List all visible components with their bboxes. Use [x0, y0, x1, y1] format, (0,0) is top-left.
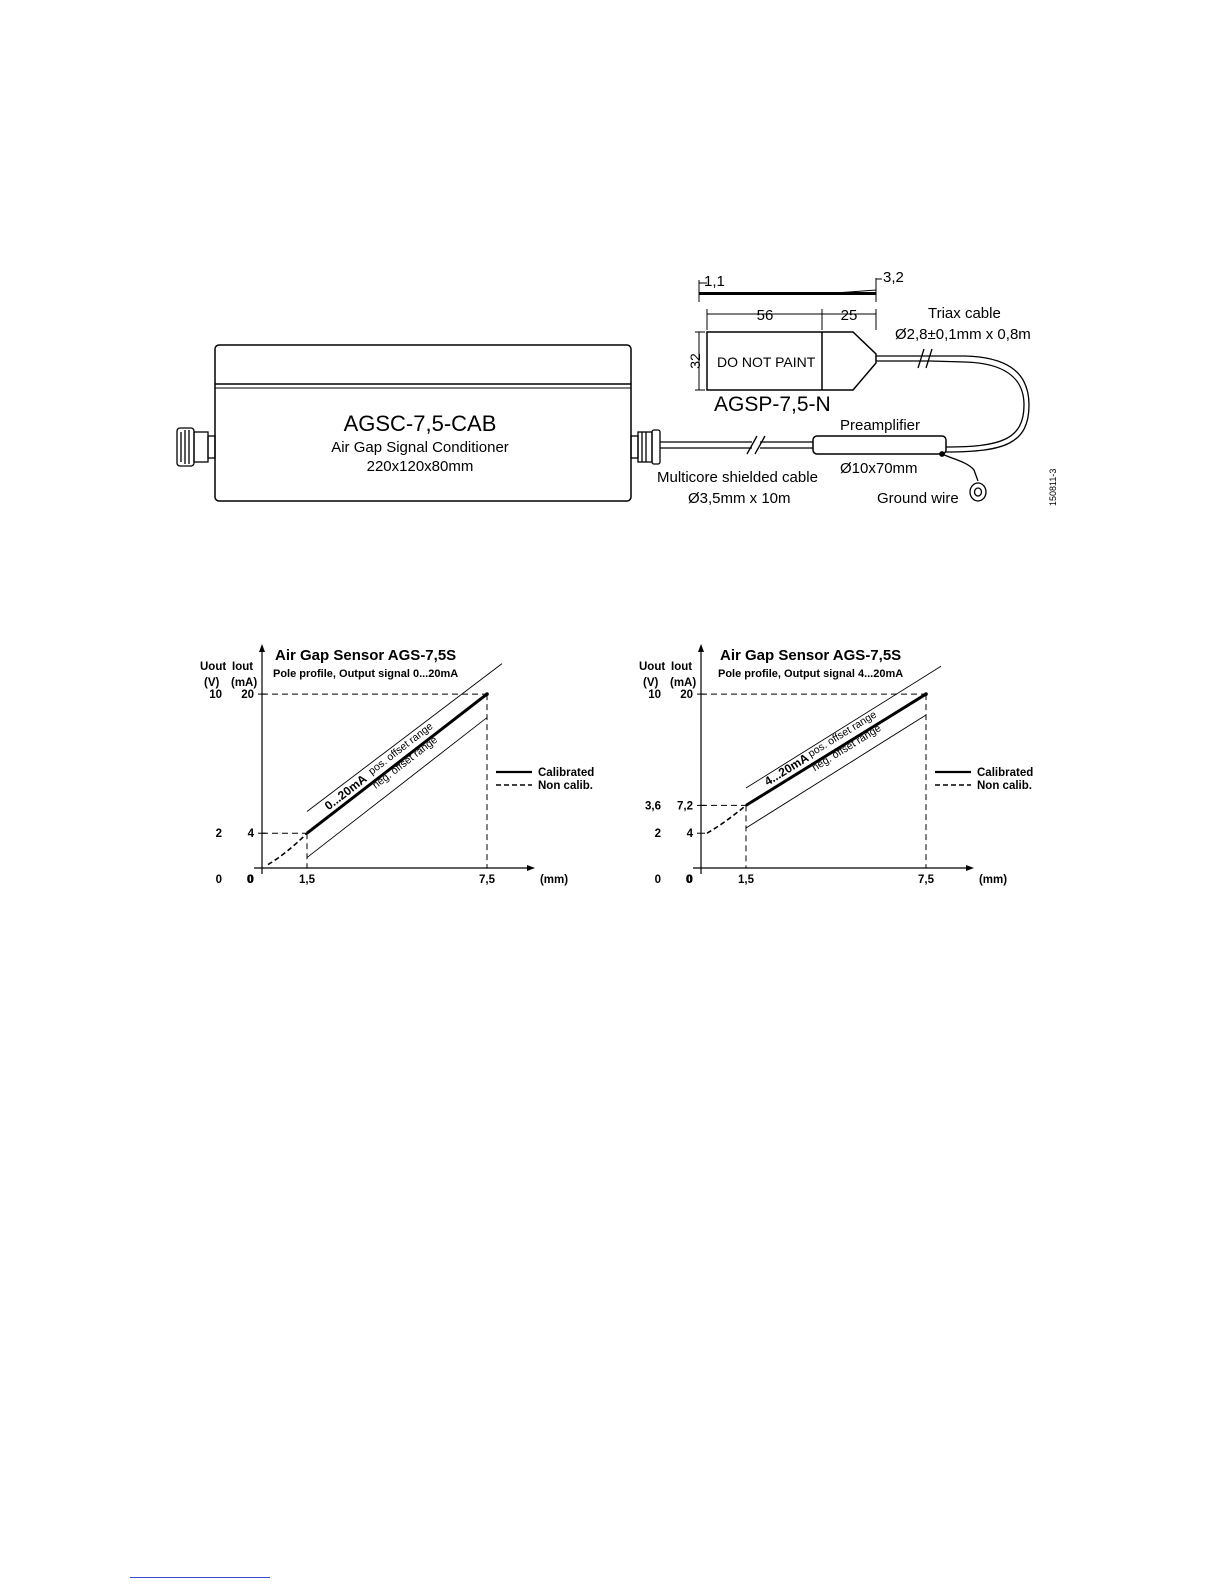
- y-tick-label-current: 20: [241, 689, 254, 701]
- sensor-side-profile: [699, 292, 876, 295]
- y-axis-arrow: [259, 644, 265, 652]
- triax-cable-dimensions: Ø2,8±0,1mm x 0,8m: [895, 326, 1031, 343]
- conditioner-description: Air Gap Signal Conditioner: [331, 439, 509, 456]
- assembly-diagram: AGSC-7,5-CAB Air Gap Signal Conditioner …: [176, 269, 1058, 507]
- dimension-taper: 25: [841, 307, 858, 324]
- series-calibrated-line: [745, 692, 927, 807]
- triax-cable-label: Triax cable: [928, 305, 1001, 322]
- triax-cable: [876, 348, 1030, 453]
- ground-wire: [939, 451, 987, 502]
- multicore-cable: [660, 435, 813, 455]
- multicore-cable-dimensions: Ø3,5mm x 10m: [688, 490, 791, 507]
- y-label-voltage: Uout: [639, 661, 665, 673]
- conditioner-name: AGSC-7,5-CAB: [344, 411, 497, 436]
- y-tick-label-current: 0: [687, 874, 693, 886]
- y-tick-label-current: 20: [680, 689, 693, 701]
- series-calibrated-end-point: [924, 692, 928, 696]
- legend-calibrated-label: Calibrated: [977, 767, 1033, 779]
- x-unit: (mm): [979, 874, 1007, 886]
- pos-offset-line: [745, 665, 942, 789]
- dimension-height: 32: [687, 353, 703, 369]
- y-label-current: Iout: [671, 661, 692, 673]
- y-unit-current: (mA): [231, 677, 257, 689]
- left-cable-gland: [176, 427, 216, 467]
- chart-subtitle: Pole profile, Output signal 0...20mA: [273, 668, 458, 680]
- series-calibrated-line: [306, 692, 488, 835]
- x-tick-label: 1,5: [738, 874, 755, 886]
- right-cable-gland: [630, 429, 661, 465]
- neg-offset-line: [306, 717, 488, 858]
- legend-non-calibrated-label: Non calib.: [977, 780, 1032, 792]
- conditioner-dimensions: 220x120x80mm: [367, 458, 474, 475]
- dimension-thickness-left: 1,1: [704, 273, 725, 290]
- sensor-warning-label: DO NOT PAINT: [717, 354, 816, 370]
- y-tick-label-voltage: 2: [216, 828, 222, 840]
- y-axis-arrow: [698, 644, 704, 652]
- y-tick-label-voltage: 10: [209, 689, 222, 701]
- series-non-calibrated-line: [706, 804, 747, 834]
- y-label-voltage: Uout: [200, 661, 226, 673]
- pos-offset-line: [306, 663, 503, 812]
- y-unit-current: (mA): [670, 677, 696, 689]
- sensor-name: AGSP-7,5-N: [714, 393, 831, 416]
- preamplifier-label: Preamplifier: [840, 417, 920, 434]
- dimension-thickness-right: 3,2: [883, 269, 904, 286]
- legend-calibrated-label: Calibrated: [538, 767, 594, 779]
- x-tick-label: 7,5: [479, 874, 496, 886]
- preamplifier-dimensions: Ø10x70mm: [840, 460, 918, 477]
- ground-wire-label: Ground wire: [877, 490, 959, 507]
- chart-output-4-20ma: Air Gap Sensor AGS-7,5S Pole profile, Out…: [639, 644, 1033, 886]
- y-unit-voltage: (V): [643, 677, 659, 689]
- multicore-cable-label: Multicore shielded cable: [657, 469, 818, 486]
- x-tick-label: 1,5: [299, 874, 316, 886]
- x-tick-label: 0: [247, 874, 253, 886]
- drawing-number: 150811-3: [1048, 469, 1058, 506]
- x-axis-arrow: [527, 865, 535, 871]
- chart-title: Air Gap Sensor AGS-7,5S: [275, 647, 456, 664]
- legend-non-calibrated-label: Non calib.: [538, 780, 593, 792]
- footer-rule: [130, 1577, 270, 1578]
- y-tick-label-current: 4: [687, 828, 694, 840]
- conditioner-box: [214, 344, 632, 502]
- y-tick-label-current: 4: [248, 828, 255, 840]
- y-tick-label-voltage: 0: [655, 874, 661, 886]
- x-tick-label: 7,5: [918, 874, 935, 886]
- y-tick-label-voltage: 0: [216, 874, 222, 886]
- x-unit: (mm): [540, 874, 568, 886]
- sensor-body: [706, 331, 877, 391]
- chart-title: Air Gap Sensor AGS-7,5S: [720, 647, 901, 664]
- y-tick-label-voltage: 3,6: [645, 800, 661, 812]
- neg-offset-line: [745, 714, 927, 829]
- line-range-label: 0...20mA: [322, 771, 370, 812]
- x-tick-label: 0: [686, 874, 692, 886]
- y-unit-voltage: (V): [204, 677, 220, 689]
- y-tick-label-voltage: 2: [655, 828, 661, 840]
- chart-output-0-20ma: Air Gap Sensor AGS-7,5S Pole profile, Out…: [200, 644, 594, 886]
- y-tick-label-current: 0: [248, 874, 254, 886]
- preamplifier-body: [812, 435, 947, 455]
- x-axis-arrow: [966, 865, 974, 871]
- y-label-current: Iout: [232, 661, 253, 673]
- dimension-length: 56: [757, 307, 774, 324]
- series-non-calibrated-line: [267, 832, 308, 866]
- series-calibrated-end-point: [485, 692, 489, 696]
- y-tick-label-voltage: 10: [648, 689, 661, 701]
- chart-subtitle: Pole profile, Output signal 4...20mA: [718, 668, 903, 680]
- y-tick-label-current: 7,2: [677, 800, 693, 812]
